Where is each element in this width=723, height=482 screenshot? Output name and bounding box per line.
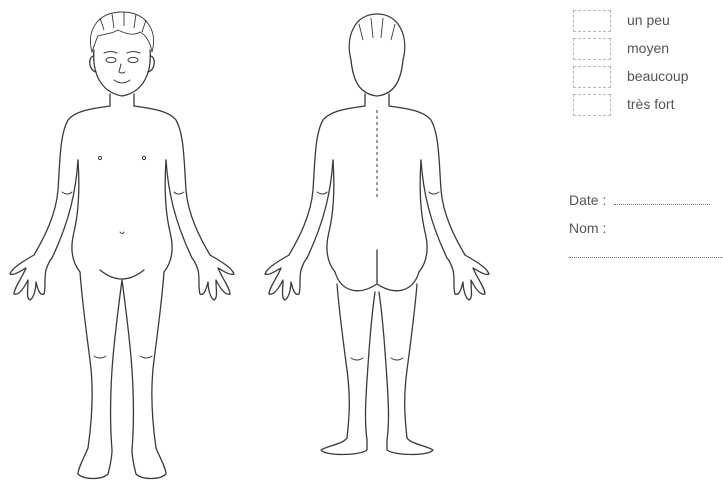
legend-label: très fort [627,96,674,112]
front-nipple-left [98,156,101,159]
front-eye-left [106,57,116,62]
name-field[interactable] [569,257,723,258]
date-row: Date : [569,192,710,220]
back-knees [351,358,403,360]
front-hand-left [10,255,52,300]
legend-label: un peu [627,12,670,28]
front-legs [80,272,164,450]
front-groin [100,270,144,279]
front-mouth [114,80,130,83]
legend-label: moyen [627,40,669,56]
form-fields: Date : Nom : [569,192,710,248]
front-foot-left [78,448,112,479]
front-hair [90,12,153,52]
front-nose [119,64,125,73]
front-hand-right [192,255,234,300]
legend-label: beaucoup [627,68,689,84]
back-legs [337,284,417,440]
back-foot-left [321,438,367,455]
front-eye-right [128,57,138,62]
date-label: Date : [569,192,606,208]
back-hand-right [447,255,489,300]
legend-swatch-tres-fort[interactable] [573,94,611,116]
front-nipple-right [142,156,145,159]
front-torso-outline [34,106,210,255]
body-back-view[interactable] [255,0,505,482]
back-foot-right [387,438,433,455]
name-label: Nom : [569,220,606,236]
back-inner-arms [307,160,447,258]
front-brows [104,52,140,54]
back-hair-strands [359,18,395,40]
legend-swatch-moyen[interactable] [573,38,611,60]
body-front-view[interactable] [0,0,250,482]
front-knees [94,356,152,358]
front-inner-arms [52,160,192,258]
front-torso-sides [72,160,172,272]
front-foot-right [132,448,166,479]
legend-swatch-un-peu[interactable] [573,10,611,32]
back-hand-left [265,255,307,300]
date-field[interactable] [614,192,710,205]
back-head [349,14,404,96]
front-navel [120,232,124,234]
back-buttocks [335,250,419,291]
legend-swatch-beaucoup[interactable] [573,66,611,88]
name-row: Nom : [569,220,710,248]
